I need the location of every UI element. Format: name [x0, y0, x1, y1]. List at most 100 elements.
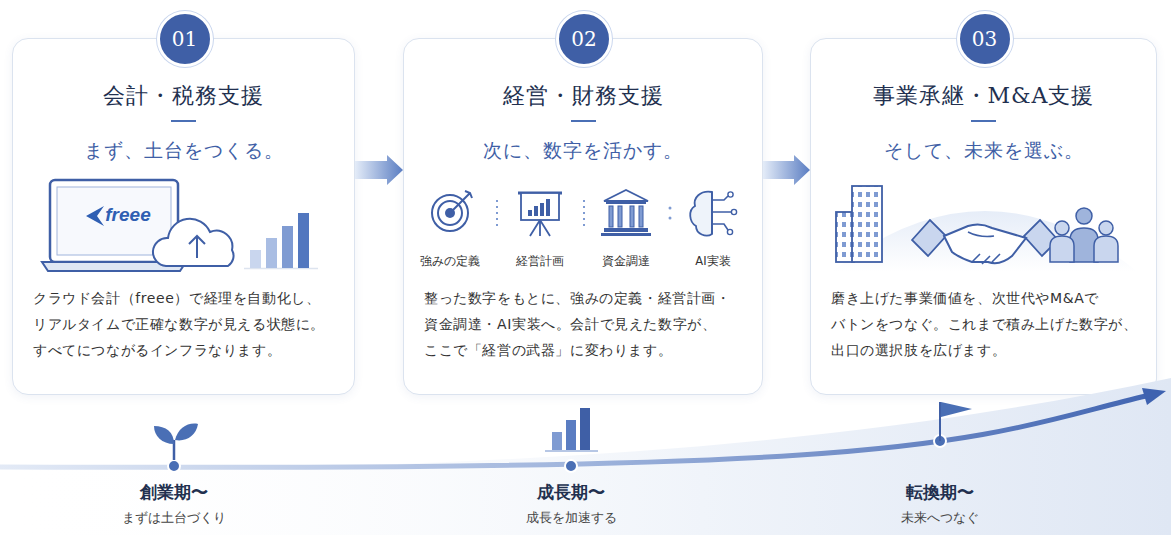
- logo-text: freee: [105, 203, 150, 226]
- people-icon: [1050, 208, 1118, 262]
- people-icon: [1099, 221, 1113, 235]
- handshake-icon: [944, 224, 1026, 263]
- separator-dots: [497, 200, 672, 228]
- presentation-board-icon: [521, 193, 559, 220]
- flag-icon: [940, 402, 972, 441]
- bar-chart-icon: [250, 250, 261, 268]
- people-icon: [1094, 236, 1118, 262]
- phase-name: 成長期〜: [537, 482, 605, 503]
- bank-icon: [618, 206, 622, 227]
- stage-card: 経営・財務支援次に、数字を活かす。整った数字をもとに、強みの定義・経営計画・ 資…: [403, 38, 763, 395]
- flag-icon: [941, 402, 972, 417]
- card-subtitle: そして、未来を選ぶ。: [811, 138, 1156, 162]
- flow-arrow: [355, 155, 403, 185]
- ai-brain-icon: [731, 209, 736, 214]
- phase-caption: 未来へつなぐ: [901, 509, 979, 526]
- step-number: 03: [972, 28, 997, 50]
- card-title: 経営・財務支援: [404, 83, 762, 109]
- flag-icon: [939, 402, 941, 441]
- people-icon: [1076, 208, 1092, 224]
- timeline-dot: [168, 435, 946, 472]
- bar-chart-icon: [282, 226, 293, 268]
- card-body: クラウド会計（freee）で経理を自動化し、 リアルタイムで正確な数字が見える状…: [33, 285, 348, 363]
- glow-arch: [832, 211, 1138, 272]
- handshake-icon: [1024, 220, 1058, 256]
- bar-chart-icon: [298, 213, 309, 268]
- title-underline: [171, 120, 196, 122]
- handshake-icon: [912, 220, 1058, 264]
- ai-brain-icon: [711, 192, 713, 234]
- phase-caption: 成長を加速する: [526, 509, 617, 526]
- bank-icon: [639, 206, 643, 227]
- card-title: 事業承継・M&A支援: [811, 83, 1156, 109]
- laptop-icon: [42, 180, 186, 271]
- phase-caption: まずは土台づくり: [122, 509, 226, 526]
- ai-brain-icon: [712, 196, 731, 230]
- phase-name: 創業期〜: [140, 482, 208, 503]
- ai-brain-icon: [727, 229, 732, 234]
- phase-name: 転換期〜: [906, 482, 974, 503]
- bar-chart-icon: [266, 238, 277, 268]
- timeline-dot: [934, 435, 946, 447]
- target-icon: [432, 195, 468, 231]
- people-icon: [1070, 228, 1098, 262]
- stage-card: 事業承継・M&A支援そして、未来を選ぶ。磨き上げた事業価値を、次世代やM&Aで …: [810, 38, 1157, 395]
- target-icon: [452, 191, 472, 211]
- people-icon: [1055, 221, 1069, 235]
- handshake-icon: [912, 220, 946, 256]
- growth-bars-icon: [580, 408, 590, 450]
- growth-bars-icon: [545, 408, 598, 451]
- icon-label: 強みの定義: [420, 254, 480, 270]
- building-icon: [852, 186, 882, 262]
- presentation-board-icon: [534, 206, 538, 216]
- ai-brain-icon: [690, 192, 736, 236]
- handshake-icon: [968, 232, 1000, 264]
- bank-icon: [604, 190, 648, 201]
- icon-label: 資金調達: [602, 254, 650, 270]
- cloud-upload-icon: [153, 219, 234, 266]
- step-number-circle: 02: [556, 11, 612, 67]
- icon-label: AI実装: [695, 254, 730, 270]
- presentation-board-icon: [518, 192, 562, 195]
- title-underline: [571, 120, 596, 122]
- glow-arch: [832, 211, 1138, 272]
- presentation-board-icon: [530, 220, 550, 236]
- flow-arrow: [763, 155, 810, 185]
- timeline: [1142, 388, 1166, 405]
- separator-dots: [669, 217, 672, 220]
- building-icon: [836, 212, 854, 262]
- target-icon: [432, 191, 472, 231]
- bank-icon: [604, 228, 648, 232]
- sprout-icon: [175, 424, 198, 441]
- title-underline: [171, 121, 996, 122]
- laptop-icon: [50, 180, 178, 262]
- laptop-icon: [57, 187, 171, 255]
- growth-bars-icon: [545, 450, 598, 452]
- sprout-icon: [173, 440, 176, 460]
- presentation-board-icon: [528, 210, 532, 216]
- sprout-icon: [154, 424, 198, 460]
- growth-bars-icon: [552, 432, 562, 450]
- bank-icon: [601, 233, 651, 236]
- bank-icon: [606, 201, 646, 204]
- separator-dots: [669, 207, 672, 210]
- step-number: 01: [172, 28, 197, 50]
- presentation-board-icon: [518, 193, 562, 236]
- bank-icon: [630, 206, 634, 227]
- timeline-dot: [565, 460, 577, 472]
- step-number-circle: 01: [157, 11, 213, 67]
- card-title: 会計・税務支援: [13, 83, 354, 109]
- card-subtitle: 次に、数字を活かす。: [404, 138, 762, 162]
- growth-bars-icon: [566, 420, 576, 450]
- bar-chart-icon: [244, 213, 318, 269]
- timeline: [0, 396, 1146, 467]
- building-icon: [836, 186, 882, 262]
- timeline: [0, 378, 1171, 535]
- timeline: [0, 378, 1171, 535]
- target-icon: [438, 201, 462, 225]
- ai-brain-icon: [690, 192, 712, 236]
- card-subtitle: まず、土台をつくる。: [13, 138, 354, 162]
